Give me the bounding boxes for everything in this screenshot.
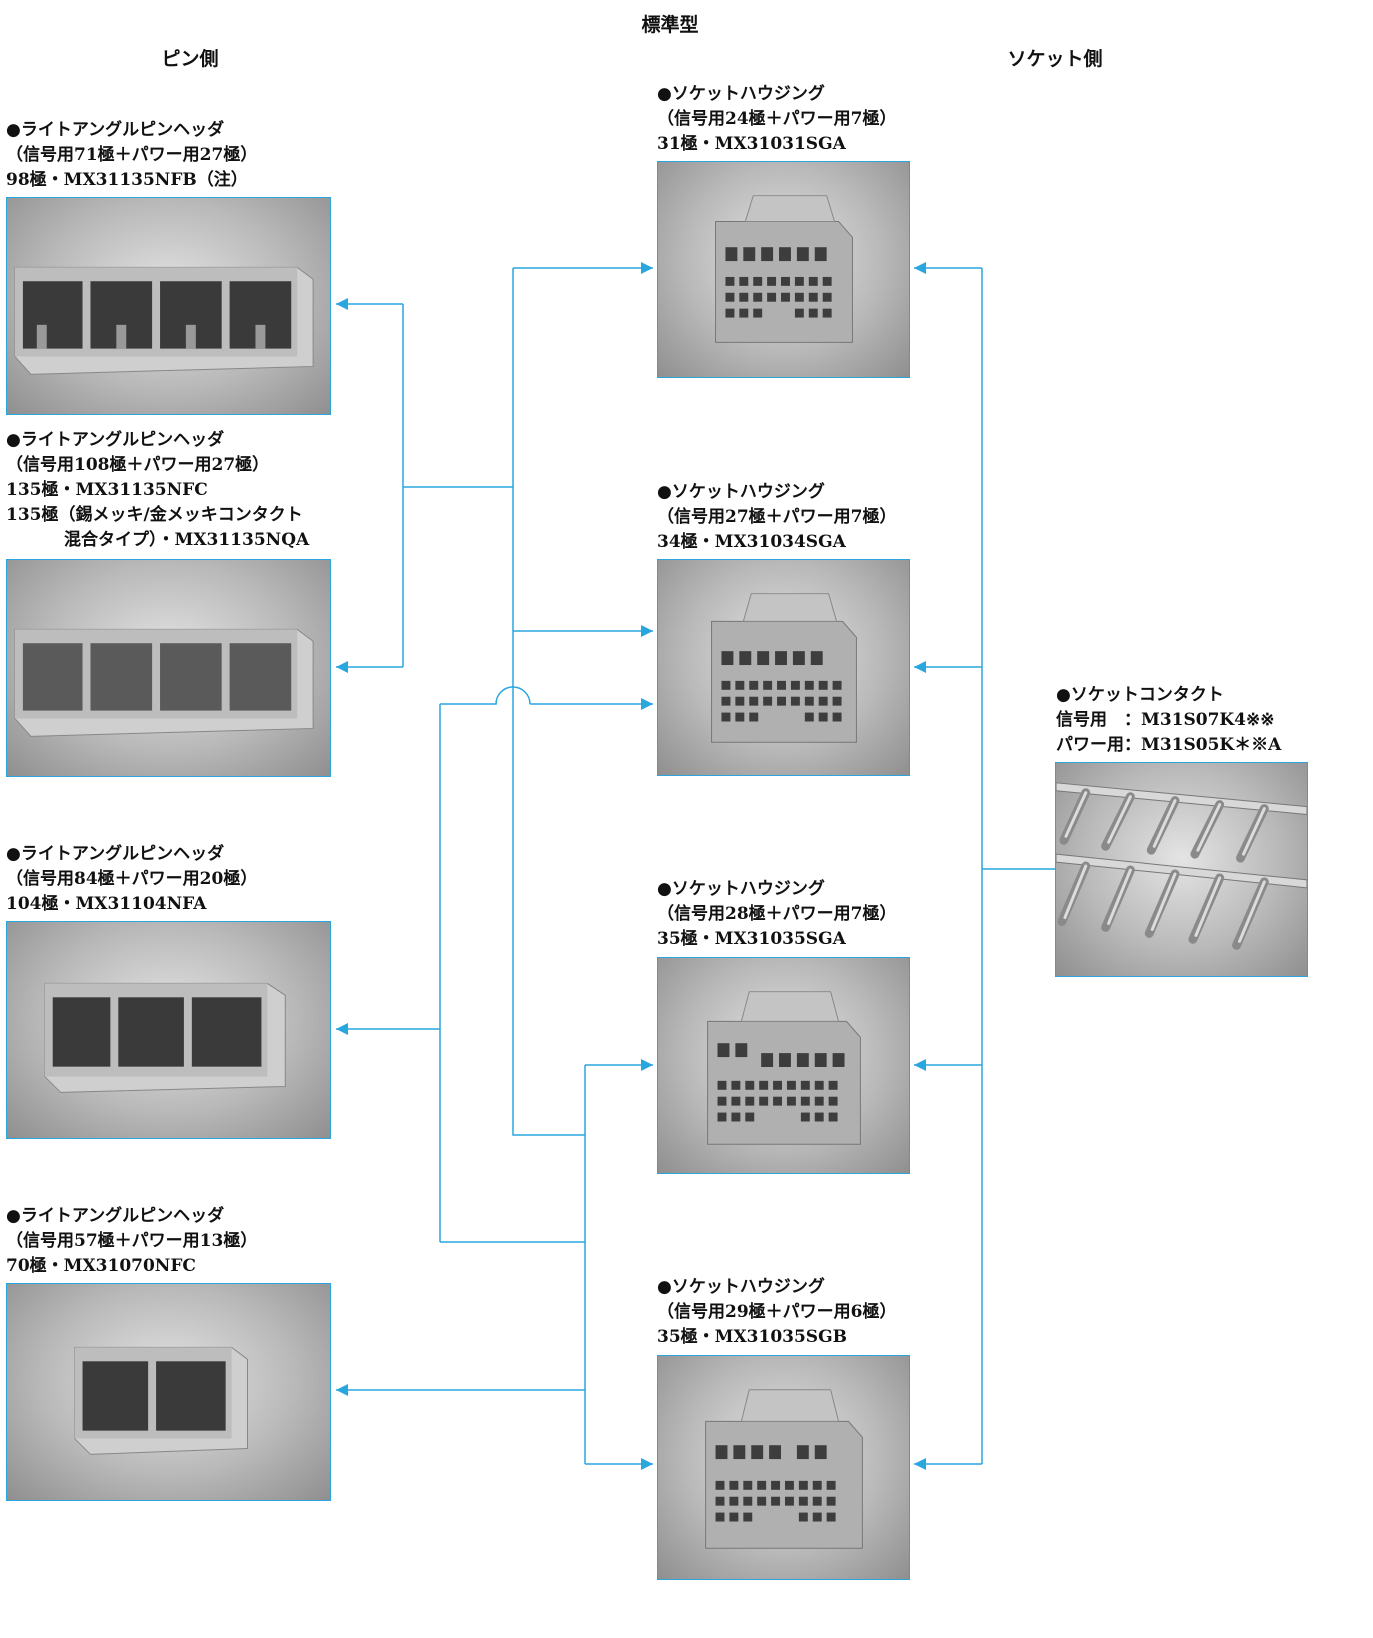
pin-header-2-variant-part-number: 混合タイプ）・MX31135NQA [64,530,310,550]
pin-header-label-2: ●ライトアングルピンヘッダ （信号用108極＋パワー用27極） 135極・MX3… [6,428,309,553]
socket-housing-3-part-number: 35極・MX31035SGA [657,929,846,949]
socket-housing-2-image [711,593,857,743]
pin-header-1-image [14,266,314,375]
bus-b-top [440,686,531,705]
pin-header-3-type: ●ライトアングルピンヘッダ [6,844,225,864]
socket-housing-photo-1 [657,161,910,378]
socket-housing-4-part-number: 35極・MX31035SGB [657,1327,847,1347]
pin-header-2-variant: 135極（錫メッキ/金メッキコンタクト [6,505,303,525]
pin-header-2-type: ●ライトアングルピンヘッダ [6,430,225,450]
pin-header-3-poles: （信号用84極＋パワー用20極） [6,869,258,889]
socket-contact-label: ●ソケットコンタクト 信号用 ：M31S07K4※※ パワー用：M31S05K＊… [1056,683,1281,758]
socket-housing-3-type: ●ソケットハウジング [657,879,825,899]
pin-header-photo-2 [6,559,331,777]
pin-side-heading: ピン側 [161,48,219,70]
pin-header-label-1: ●ライトアングルピンヘッダ （信号用71極＋パワー用27極） 98極・MX311… [6,118,257,193]
socket-housing-2-type: ●ソケットハウジング [657,482,825,502]
socket-contact-image [1056,782,1307,950]
pin-header-4-part-number: 70極・MX31070NFC [6,1256,196,1276]
pin-header-1-type: ●ライトアングルピンヘッダ [6,120,225,140]
pin-header-1-part-number: 98極・MX31135NFB（注） [6,170,248,190]
pin-header-photo-3 [6,921,331,1139]
socket-side-heading: ソケット側 [1007,48,1103,70]
socket-contact-type: ●ソケットコンタクト [1056,685,1224,705]
pin-header-1-poles: （信号用71極＋パワー用27極） [6,145,258,165]
socket-housing-label-1: ●ソケットハウジング （信号用24極＋パワー用7極） 31極・MX31031SG… [657,82,897,157]
socket-housing-4-image [705,1389,863,1549]
pin-header-label-3: ●ライトアングルピンヘッダ （信号用84極＋パワー用20極） 104極・MX31… [6,842,257,917]
socket-contact-power-part: パワー用：M31S05K＊※A [1056,735,1282,755]
pin-header-2-part-number: 135極・MX31135NFC [6,480,208,500]
socket-housing-photo-2 [657,559,910,776]
socket-housing-1-part-number: 31極・MX31031SGA [657,134,846,154]
socket-housing-4-type: ●ソケットハウジング [657,1277,825,1297]
socket-housing-3-poles: （信号用28極＋パワー用7極） [657,904,897,924]
socket-housing-3-image [707,991,861,1145]
socket-housing-4-poles: （信号用29極＋パワー用6極） [657,1302,897,1322]
pin-header-photo-4 [6,1283,331,1501]
socket-housing-photo-4 [657,1355,910,1580]
page-title: 標準型 [641,14,699,36]
socket-housing-label-2: ●ソケットハウジング （信号用27極＋パワー用7極） 34極・MX31034SG… [657,480,897,555]
pin-header-2-poles: （信号用108極＋パワー用27極） [6,455,270,475]
socket-contact-signal-part: 信号用 ：M31S07K4※※ [1056,710,1275,730]
socket-housing-label-3: ●ソケットハウジング （信号用28極＋パワー用7極） 35極・MX31035SG… [657,877,897,952]
socket-housing-2-part-number: 34極・MX31034SGA [657,532,846,552]
pin-header-4-type: ●ライトアングルピンヘッダ [6,1206,225,1226]
socket-contact-photo [1055,762,1308,977]
socket-housing-1-poles: （信号用24極＋パワー用7極） [657,109,897,129]
pin-header-4-poles: （信号用57極＋パワー用13極） [6,1231,258,1251]
socket-housing-label-4: ●ソケットハウジング （信号用29極＋パワー用6極） 35極・MX31035SG… [657,1275,897,1350]
pin-header-4-image [74,1346,249,1455]
socket-housing-2-poles: （信号用27極＋パワー用7極） [657,507,897,527]
pin-header-photo-1 [6,197,331,415]
socket-housing-1-image [715,195,853,343]
pin-header-2-image [14,628,314,737]
socket-housing-1-type: ●ソケットハウジング [657,84,825,104]
socket-housing-photo-3 [657,957,910,1174]
pin-header-3-image [44,982,286,1093]
bus-a-socket-vertical [512,268,585,1136]
pin-header-3-part-number: 104極・MX31104NFA [6,894,207,914]
pin-header-label-4: ●ライトアングルピンヘッダ （信号用57極＋パワー用13極） 70極・MX310… [6,1204,257,1279]
